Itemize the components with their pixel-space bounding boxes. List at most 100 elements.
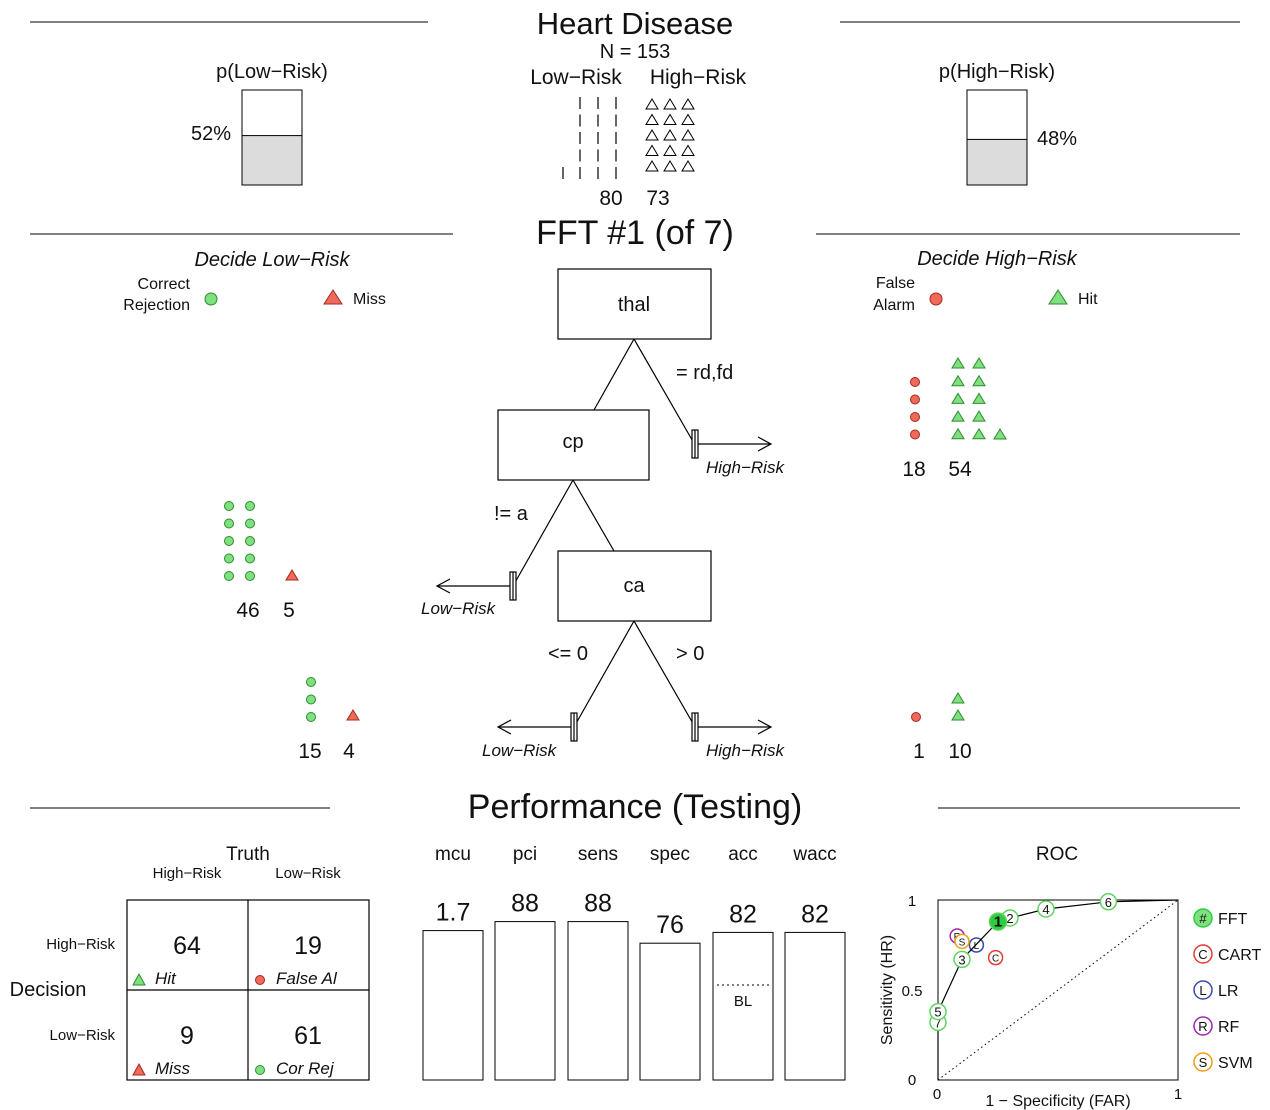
roc-legend-symbol-fft: # <box>1199 911 1207 926</box>
hit-icon <box>951 709 965 721</box>
roc-legend-label-rf: RF <box>1218 1019 1240 1036</box>
roc-diagonal <box>937 899 1179 1081</box>
roc-legend-icon-cart <box>1193 944 1213 964</box>
node-cue-ca: ca <box>623 575 645 597</box>
roc-fft-point-label-2: 2 <box>1006 911 1013 926</box>
cell-false-alarm-icon <box>255 975 265 985</box>
correct-rejection-icon <box>245 501 255 511</box>
hit-icon <box>993 428 1007 440</box>
metric-bar-mcu <box>422 930 484 1081</box>
roc-legend-label-cart: CART <box>1218 947 1261 964</box>
low-risk-header: Low−Risk <box>530 66 622 89</box>
roc-fft-point-label-7: 7 <box>934 1015 941 1030</box>
roc-y-tick-1: 1 <box>908 893 916 910</box>
metric-bar-sens <box>567 921 629 1081</box>
cell-cor-rej-value: 61 <box>294 1022 322 1050</box>
high-risk-triangle-icon <box>645 98 659 110</box>
row-header-low: Low−Risk <box>50 1027 116 1044</box>
roc-fft-point-label-1: 1 <box>994 914 1002 931</box>
high-risk-triangle-icon <box>663 160 677 172</box>
cell-miss-icon <box>132 1062 146 1076</box>
roc-chart: ROC 1 0.5 0 0 1 1 − Specificity (FAR) Se… <box>879 844 1261 1110</box>
high-risk-triangle-icon <box>681 144 695 156</box>
cell-false-alarm-value: 19 <box>294 932 322 960</box>
metric-value-pci: 88 <box>511 890 539 918</box>
high-risk-triangle-icon <box>645 113 659 125</box>
miss-icon <box>285 569 299 581</box>
roc-y-label: Sensitivity (HR) <box>879 935 896 1045</box>
roc-x-tick-0: 0 <box>933 1086 941 1103</box>
metric-value-sens: 88 <box>584 890 612 918</box>
roc-fft-point-1 <box>988 912 1008 931</box>
roc-legend-symbol-rf: R <box>1198 1019 1207 1034</box>
count-cp-miss: 5 <box>283 599 295 622</box>
roc-point-label-svm: S <box>959 937 966 948</box>
tree-connectors <box>512 338 696 728</box>
node-box-thal <box>557 268 712 340</box>
header-section: Heart Disease N = 153 Low−Risk High−Risk… <box>30 6 1240 210</box>
cell-hit-icon <box>132 972 146 986</box>
exit-icons-ca-left <box>306 677 360 722</box>
count-ca-hit: 10 <box>948 740 971 763</box>
legend-correct-rejection-line2: Rejection <box>123 297 190 314</box>
row-header-high: High−Risk <box>46 936 115 953</box>
metric-name-wacc: wacc <box>792 844 836 865</box>
legend-false-alarm-line1: False <box>876 275 915 292</box>
legend-hit-icon <box>1048 289 1068 305</box>
hit-icon <box>951 410 965 422</box>
hit-icon <box>972 410 986 422</box>
roc-legend-label-fft: FFT <box>1218 911 1248 928</box>
roc-title: ROC <box>1036 844 1078 865</box>
roc-fft-point-label-3: 3 <box>958 952 965 967</box>
hit-icon <box>972 392 986 404</box>
roc-y-tick-0: 0 <box>908 1072 916 1089</box>
p-low-bar-fill <box>241 135 303 186</box>
col-header-high: High−Risk <box>153 865 222 882</box>
roc-legend-icon-lr <box>1193 980 1213 1000</box>
cell-false-alarm-label: False Al <box>276 969 338 988</box>
exit-icons-ca-right <box>911 692 965 722</box>
legend-miss-label: Miss <box>353 291 386 308</box>
roc-point-svm <box>954 933 970 950</box>
hit-icon <box>951 357 965 369</box>
metric-name-acc: acc <box>728 844 758 865</box>
correct-rejection-icon <box>245 571 255 581</box>
exit-icons-thal <box>910 357 1007 440</box>
node-cue-thal: thal <box>618 294 650 316</box>
roc-legend-symbol-lr: L <box>1199 983 1206 998</box>
false-alarm-icon <box>910 394 920 405</box>
col-header-low: Low−Risk <box>275 865 341 882</box>
high-risk-triangle-icon <box>681 98 695 110</box>
p-low-value: 52% <box>191 123 231 145</box>
low-risk-icon-array <box>562 97 617 179</box>
high-risk-triangle-icon <box>645 160 659 172</box>
cell-cor-rej-icon <box>255 1065 265 1075</box>
metric-bar-pci <box>494 921 556 1081</box>
hit-icon <box>951 427 965 440</box>
count-ca-correct-rejection: 15 <box>298 740 321 763</box>
metric-name-pci: pci <box>513 844 537 865</box>
roc-point-label-lr: L <box>974 941 980 952</box>
high-risk-triangle-icon <box>681 160 695 172</box>
metric-name-mcu: mcu <box>435 844 471 865</box>
roc-legend-icon-fft <box>1193 908 1213 928</box>
metric-name-sens: sens <box>578 844 618 865</box>
performance-title: Performance (Testing) <box>468 788 802 826</box>
cell-miss-label: Miss <box>155 1059 190 1078</box>
node-cue-cp: cp <box>562 431 583 453</box>
roc-fft-point-3 <box>953 950 971 969</box>
roc-legend-label-lr: LR <box>1218 983 1238 1000</box>
roc-legend-icon-svm <box>1193 1052 1213 1072</box>
cell-hit-label: Hit <box>155 969 177 988</box>
metric-name-spec: spec <box>650 844 690 865</box>
dataset-title: Heart Disease <box>537 6 733 41</box>
metric-bar-wacc <box>784 931 846 1081</box>
metric-value-wacc: 82 <box>801 900 829 928</box>
branch-label-ca-right: > 0 <box>676 643 704 665</box>
legend-correct-rejection-line1: Correct <box>138 276 191 293</box>
hit-icon <box>972 357 986 369</box>
false-alarm-icon <box>910 429 920 440</box>
